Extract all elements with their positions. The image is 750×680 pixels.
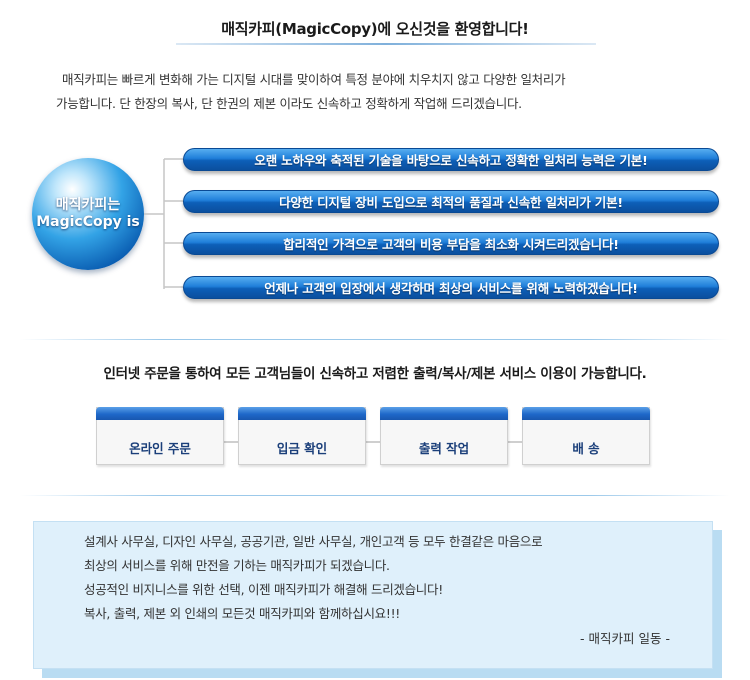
note-box: 설계사 사무실, 디자인 사무실, 공공기관, 일반 사무실, 개인고객 등 모… (33, 521, 713, 669)
step-print-job: 출력 작업 (380, 407, 508, 465)
note-line-4: 복사, 출력, 제본 외 인쇄의 모든것 매직카피와 함께하십시요!!! (84, 606, 400, 621)
feature-pill-2: 다양한 디지털 장비 도입으로 최적의 품질과 신속한 일처리가 기본! (183, 190, 719, 213)
section-divider-1 (20, 339, 730, 340)
step-label: 온라인 주문 (129, 441, 191, 456)
step-cap (96, 407, 224, 420)
feature-pill-4: 언제나 고객의 입장에서 생각하며 최상의 서비스를 위해 노력하겠습니다! (183, 276, 719, 299)
step-online-order: 온라인 주문 (96, 407, 224, 465)
note-line-1: 설계사 사무실, 디자인 사무실, 공공기관, 일반 사무실, 개인고객 등 모… (84, 534, 543, 549)
intro-line-2: 가능합니다. 단 한장의 복사, 단 한권의 제본 이라도 신속하고 정확하게 … (56, 96, 522, 111)
feature-pill-3: 합리적인 가격으로 고객의 비용 부담을 최소화 시켜드리겠습니다! (183, 232, 719, 255)
step-connector-2 (365, 441, 381, 443)
step-cap (522, 407, 650, 420)
step-label: 출력 작업 (418, 441, 470, 456)
badge-line-1: 매직카피는 (55, 197, 121, 213)
step-label: 배 송 (572, 441, 600, 456)
service-headline: 인터넷 주문을 통하여 모든 고객님들이 신속하고 저렴한 출력/복사/제본 서… (103, 366, 647, 382)
step-cap (380, 407, 508, 420)
note-line-3: 성공적인 비지니스를 위한 선택, 이젠 매직카피가 해결해 드리겠습니다! (84, 582, 443, 597)
step-cap (238, 407, 366, 420)
step-connector-3 (507, 441, 523, 443)
step-delivery: 배 송 (522, 407, 650, 465)
note-signature: - 매직카피 일동 - (580, 631, 670, 646)
title-underline (176, 43, 596, 45)
section-divider-2 (20, 495, 730, 496)
step-connector-1 (223, 441, 239, 443)
intro-line-1: 매직카피는 빠르게 변화해 가는 디지털 시대를 맞이하여 특정 분야에 치우치… (62, 72, 566, 87)
note-text: 설계사 사무실, 디자인 사무실, 공공기관, 일반 사무실, 개인고객 등 모… (84, 530, 543, 626)
intro-text: 매직카피는 빠르게 변화해 가는 디지털 시대를 맞이하여 특정 분야에 치우치… (56, 68, 716, 116)
badge-line-2: MagicCopy is (36, 214, 140, 230)
step-payment-check: 입금 확인 (238, 407, 366, 465)
magiccopy-badge: 매직카피는 MagicCopy is (32, 158, 144, 270)
page-title: 매직카피(MagicCopy)에 오신것을 환영합니다! (221, 20, 529, 38)
feature-pill-1: 오랜 노하우와 축적된 기술을 바탕으로 신속하고 정확한 일처리 능력은 기본… (183, 148, 719, 171)
feature-connector (144, 158, 183, 289)
note-line-2: 최상의 서비스를 위해 만전을 기하는 매직카피가 되겠습니다. (84, 558, 390, 573)
step-label: 입금 확인 (276, 441, 328, 456)
